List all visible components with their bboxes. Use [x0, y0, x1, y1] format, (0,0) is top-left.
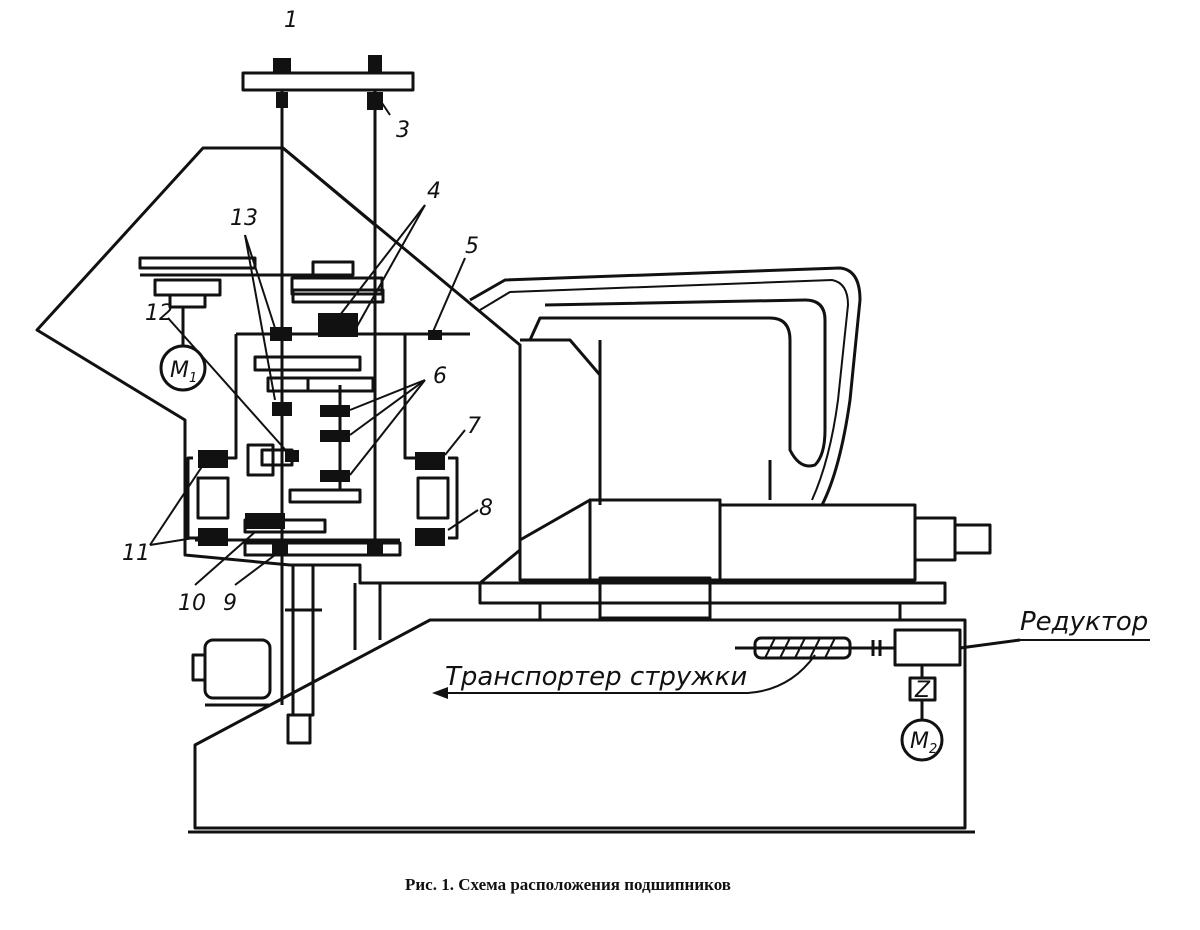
callout-leaders: [149, 99, 479, 586]
motor-m1-label: M1: [170, 358, 197, 386]
motor-m1: [159, 344, 207, 392]
headstock-housing: [35, 146, 522, 585]
coolant-pump-motor: [191, 638, 272, 707]
callout-number: 1: [284, 8, 298, 33]
motor-m2-label: M2: [910, 729, 937, 757]
pedestal: [285, 563, 322, 745]
figure-caption: Рис. 1. Схема расположения подшипников: [405, 875, 731, 894]
machine-bed: [193, 618, 967, 830]
callout-number: 12: [145, 301, 173, 326]
callout-number: 13: [230, 206, 258, 231]
bearing-top: [273, 55, 383, 110]
chip-conveyor-screw: [735, 636, 895, 660]
bearings: [198, 313, 445, 556]
callout-number: 5: [465, 234, 479, 259]
callout-number: 7: [467, 414, 481, 439]
z-label: Z: [914, 678, 931, 703]
callout-number: 9: [223, 591, 237, 616]
conveyor-leader: [440, 654, 816, 694]
callout-number: 10: [178, 591, 206, 616]
callout-number: 6: [433, 364, 447, 389]
spindle-head: [478, 498, 992, 620]
callout-number: 8: [479, 496, 493, 521]
c-frame-arm: [469, 266, 862, 506]
callout-number: 4: [427, 179, 441, 204]
callout-number: 11: [122, 541, 150, 566]
reducer-label: Редуктор: [1020, 607, 1148, 637]
reducer-box: [893, 628, 962, 667]
callout-numbers: 1 3 4 5 6 7 8 9 10 11 12 13: [122, 8, 493, 616]
conveyor-label: Транспортер стружки: [445, 662, 747, 692]
top-bar: [241, 71, 415, 92]
callout-number: 3: [396, 118, 410, 143]
motor-m2: [900, 718, 944, 762]
